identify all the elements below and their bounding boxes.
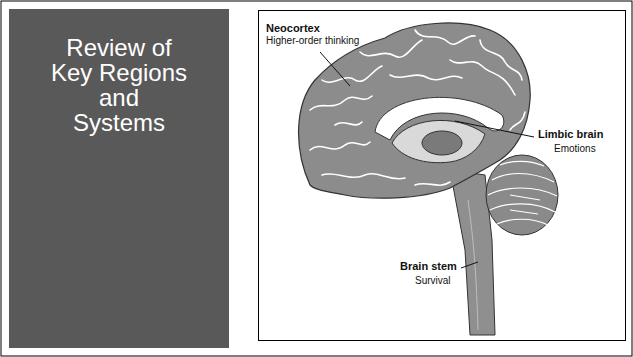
brain-illustration [299, 23, 558, 335]
region-function: Emotions [554, 143, 596, 155]
region-name: Limbic brain [538, 128, 603, 141]
thalamus-shape [422, 131, 462, 155]
leader-lines [320, 52, 534, 268]
cortex-folds [310, 30, 525, 185]
region-name: Brain stem [400, 260, 457, 273]
figure-frame [259, 11, 626, 341]
cerebellum-folds [488, 161, 557, 225]
region-function: Survival [415, 275, 451, 287]
cerebellum-shape [486, 155, 558, 235]
region-name: Neocortex [266, 22, 320, 35]
cerebrum-shape [299, 23, 531, 198]
leader-line [455, 121, 534, 137]
title-panel: Review of Key Regions and Systems [9, 9, 229, 348]
leader-line [320, 52, 350, 86]
slide-title: Review of Key Regions and Systems [50, 35, 188, 135]
region-function: Higher-order thinking [266, 35, 359, 47]
leader-line [461, 262, 478, 268]
limbic-inner [392, 120, 485, 162]
